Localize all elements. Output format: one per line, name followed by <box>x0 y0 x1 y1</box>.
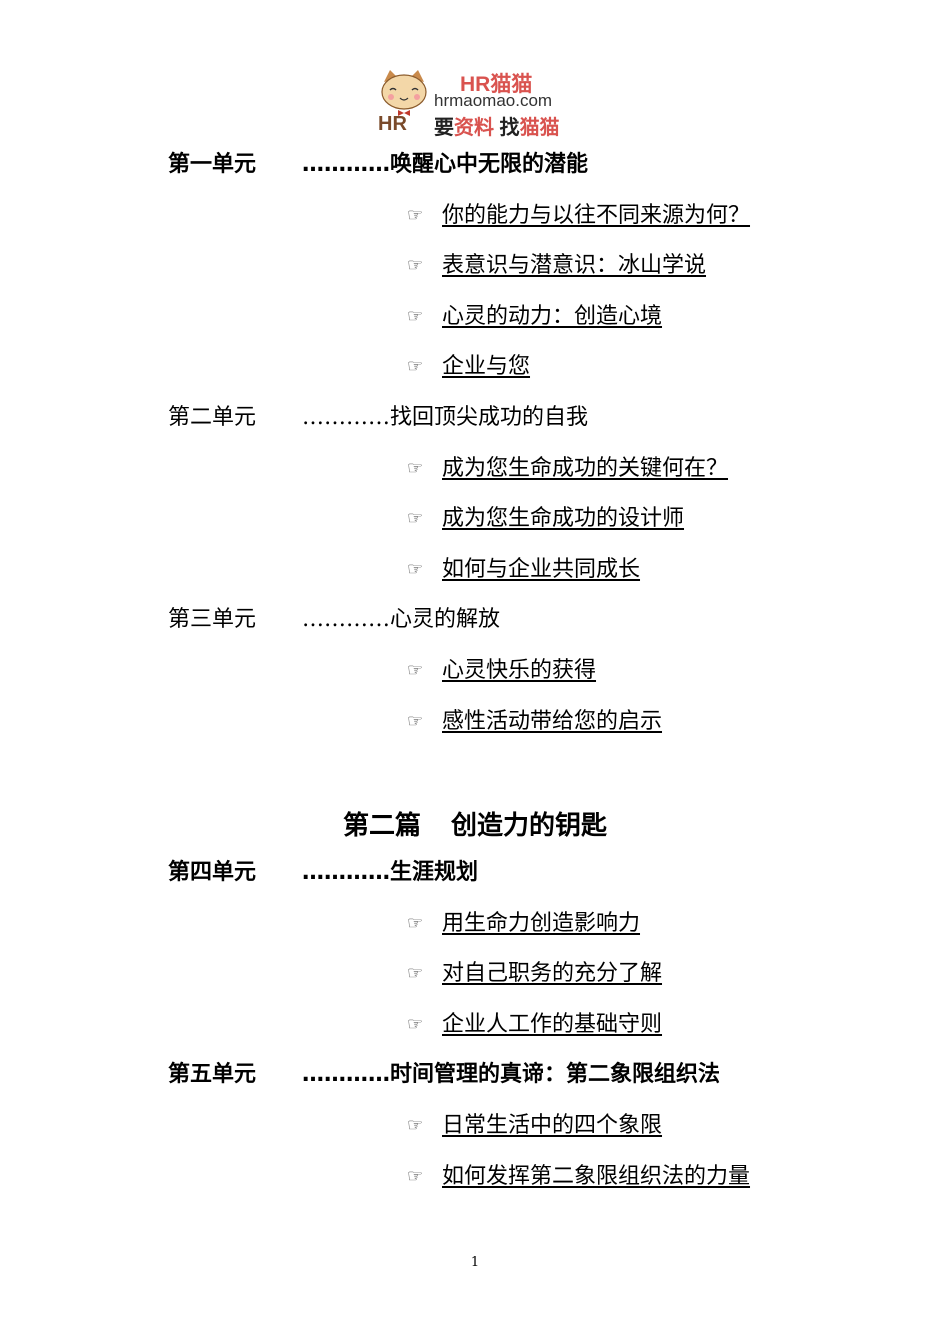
pointing-hand-icon: ☞ <box>407 1013 424 1035</box>
toc-item-link[interactable]: 企业人工作的基础守则 <box>442 1011 663 1037</box>
pointing-hand-icon: ☞ <box>407 457 424 479</box>
toc-item-link[interactable]: 日常生活中的四个象限 <box>442 1113 663 1138</box>
toc-item: ☞ 如何与企业共同成长 <box>0 555 950 585</box>
toc-item: ☞ 对自己职务的充分了解 <box>0 959 950 989</box>
unit-label: 第五单元 <box>168 1062 257 1088</box>
unit-label: 第二单元 <box>168 405 257 430</box>
hrmaomao-logo: HR HR猫猫 hrmaomao.com 要资料 找猫猫 <box>376 68 576 140</box>
toc-item: ☞ 表意识与潜意识：冰山学说 <box>0 251 950 281</box>
page-number: 1 <box>470 1255 480 1270</box>
toc-item-link[interactable]: 表意识与潜意识：冰山学说 <box>442 253 707 279</box>
pointing-hand-icon: ☞ <box>407 660 424 681</box>
cat-logo-icon: HR <box>378 70 427 134</box>
pointing-hand-icon: ☞ <box>407 710 424 732</box>
slogan-part: 资料 <box>454 117 494 139</box>
pointing-hand-icon: ☞ <box>407 1115 424 1136</box>
toc-item-link[interactable]: 感性活动带给您的启示 <box>442 708 663 734</box>
part-title: 第二篇 <box>342 811 421 841</box>
unit-title: …………时间管理的真谛：第二象限组织法 <box>302 1062 721 1088</box>
toc-item: ☞ 企业与您 <box>0 352 950 382</box>
unit-row: 第三单元 …………心灵的解放 <box>0 605 950 635</box>
unit-label: 第四单元 <box>168 860 257 885</box>
pointing-hand-icon: ☞ <box>407 1165 424 1187</box>
svg-text:HR: HR <box>378 113 407 134</box>
toc-item: ☞ 日常生活中的四个象限 <box>0 1111 950 1141</box>
pointing-hand-icon: ☞ <box>407 912 424 934</box>
slogan-part: 猫猫 <box>519 117 560 139</box>
unit-row: 第四单元 …………生涯规划 <box>0 858 950 888</box>
slogan-part: 要 <box>434 117 454 139</box>
toc-item: ☞ 感性活动带给您的启示 <box>0 707 950 737</box>
toc-item: ☞ 成为您生命成功的关键何在？ <box>0 454 950 484</box>
pointing-hand-icon: ☞ <box>407 963 424 985</box>
pointing-hand-icon: ☞ <box>407 356 424 378</box>
toc-item: ☞ 心灵的动力：创造心境 <box>0 302 950 332</box>
pointing-hand-icon: ☞ <box>407 305 424 327</box>
toc-item: ☞ 心灵快乐的获得 <box>0 656 950 686</box>
toc-item: ☞ 如何发挥第二象限组织法的力量 <box>0 1162 950 1192</box>
toc-item-link[interactable]: 你的能力与以往不同来源为何？ <box>442 202 751 228</box>
toc-item-link[interactable]: 用生命力创造影响力 <box>442 910 641 936</box>
logo-slogan: 要资料 找猫猫 <box>434 111 560 140</box>
slogan-part: 找 <box>494 117 520 139</box>
pointing-hand-icon: ☞ <box>407 255 424 277</box>
unit-row: 第二单元 …………找回顶尖成功的自我 <box>0 403 950 433</box>
toc-item-link[interactable]: 如何发挥第二象限组织法的力量 <box>442 1163 751 1189</box>
unit-row: 第五单元 …………时间管理的真谛：第二象限组织法 <box>0 1060 950 1090</box>
toc-item: ☞ 成为您生命成功的设计师 <box>0 504 950 534</box>
unit-title: …………心灵的解放 <box>302 607 501 633</box>
unit-title: …………唤醒心中无限的潜能 <box>302 152 589 177</box>
unit-row: 第一单元 …………唤醒心中无限的潜能 <box>0 150 950 180</box>
toc-item: ☞ 用生命力创造影响力 <box>0 909 950 939</box>
toc-item-link[interactable]: 对自己职务的充分了解 <box>442 961 663 987</box>
toc-item: ☞ 企业人工作的基础守则 <box>0 1010 950 1040</box>
toc-item-link[interactable]: 企业与您 <box>442 354 531 380</box>
pointing-hand-icon: ☞ <box>407 508 424 530</box>
toc-item-link[interactable]: 成为您生命成功的关键何在？ <box>442 455 729 481</box>
logo-brand: HR猫猫 <box>460 73 533 96</box>
pointing-hand-icon: ☞ <box>407 204 424 226</box>
toc-item-link[interactable]: 成为您生命成功的设计师 <box>442 506 685 532</box>
unit-label: 第一单元 <box>168 152 257 177</box>
toc-item-link[interactable]: 心灵的动力：创造心境 <box>442 303 663 329</box>
part-two-heading: 第二篇创造力的钥匙 <box>0 805 950 842</box>
unit-label: 第三单元 <box>168 607 257 633</box>
toc-item: ☞ 你的能力与以往不同来源为何？ <box>0 201 950 231</box>
pointing-hand-icon: ☞ <box>407 558 424 580</box>
logo-domain: hrmaomao.com <box>434 91 553 110</box>
toc-item-link[interactable]: 如何与企业共同成长 <box>442 556 641 582</box>
toc-item-link[interactable]: 心灵快乐的获得 <box>442 658 597 683</box>
unit-title: …………找回顶尖成功的自我 <box>302 405 589 430</box>
part-subtitle: 创造力的钥匙 <box>451 811 608 841</box>
unit-title: …………生涯规划 <box>302 860 479 885</box>
